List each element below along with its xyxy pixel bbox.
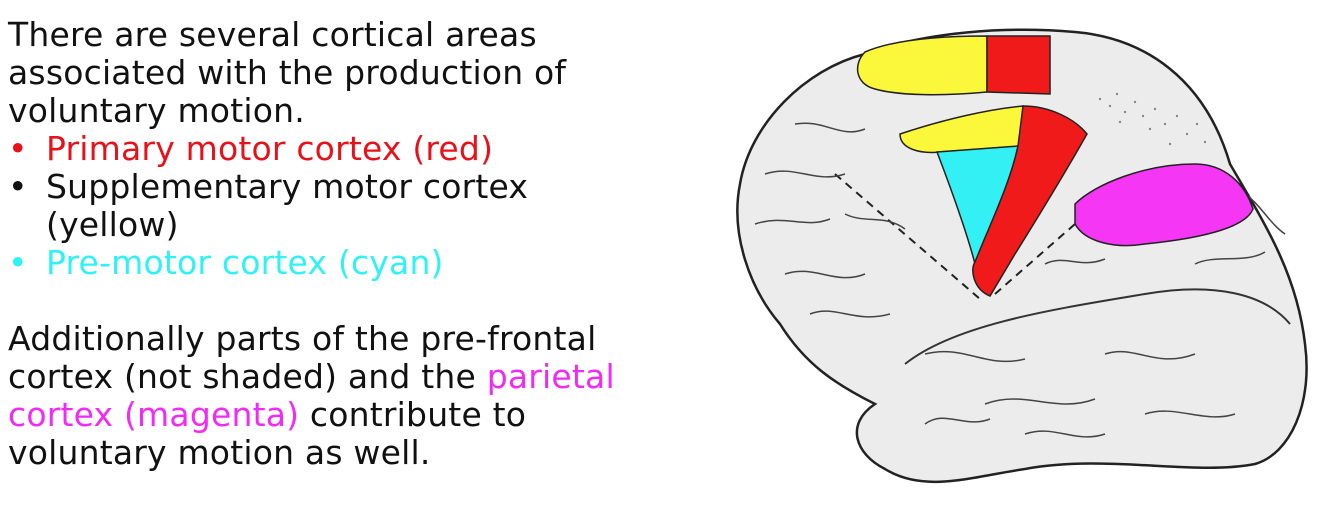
- motor-area-list: • Primary motor cortex (red) • Supplemen…: [8, 130, 668, 282]
- bullet-marker: •: [8, 168, 28, 206]
- text-panel: There are several cortical areas associa…: [8, 16, 668, 472]
- intro-text: There are several cortical areas associa…: [8, 16, 668, 130]
- supplementary-motor-region: [858, 36, 987, 95]
- bullet-primary-motor-text: Primary motor cortex (red): [46, 129, 493, 168]
- bullet-supplementary-motor: • Supplementary motor cortex (yellow): [8, 168, 668, 244]
- primary-motor-region: [987, 36, 1050, 94]
- bullet-primary-motor: • Primary motor cortex (red): [8, 130, 668, 168]
- bullet-marker: •: [8, 244, 28, 282]
- bullet-marker: •: [8, 130, 28, 168]
- brain-diagram: [725, 24, 1325, 494]
- bullet-supplementary-motor-text: Supplementary motor cortex (yellow): [46, 167, 528, 244]
- outro-text: Additionally parts of the pre-frontal co…: [8, 320, 668, 472]
- bullet-pre-motor-text: Pre-motor cortex (cyan): [46, 243, 444, 282]
- cerebral-cortex: [737, 30, 1306, 482]
- bullet-pre-motor: • Pre-motor cortex (cyan): [8, 244, 668, 282]
